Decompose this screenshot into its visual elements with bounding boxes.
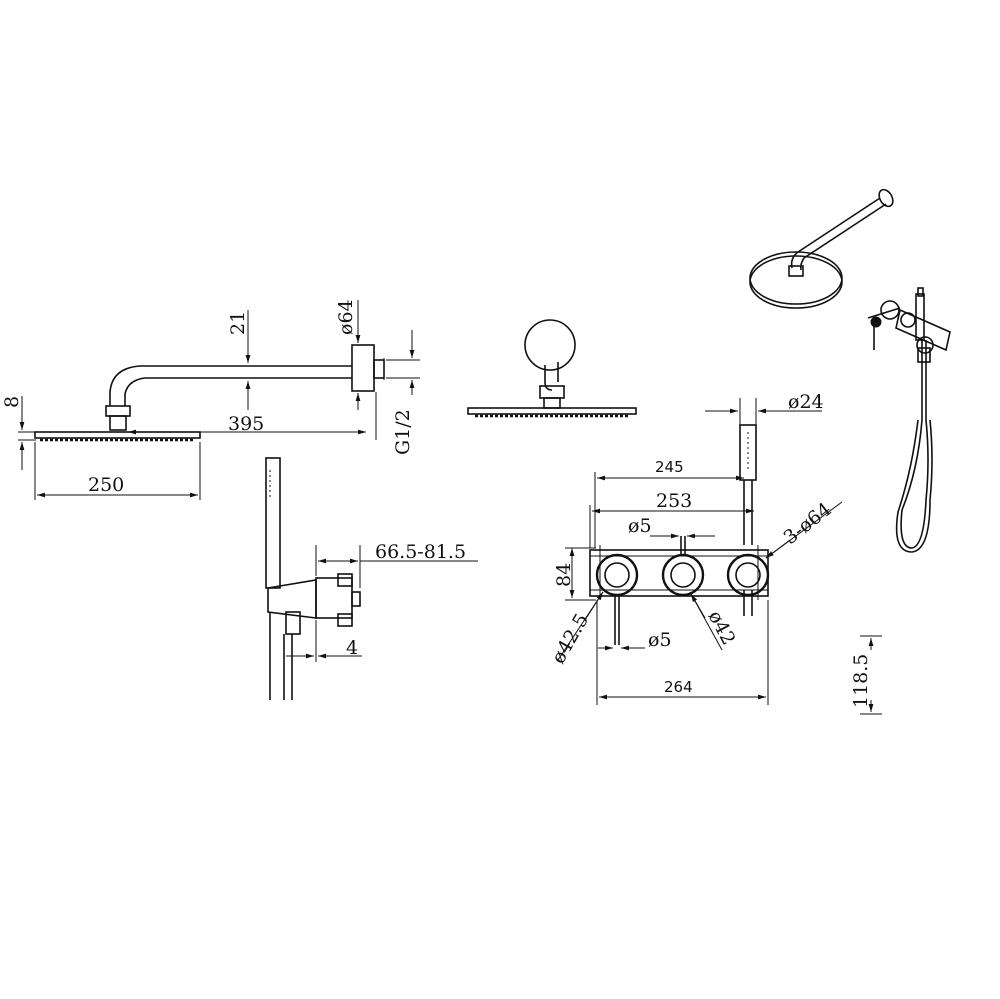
side-view-shower-arm [34, 344, 385, 442]
dim-42-label: ø42 [704, 607, 740, 649]
dim-range-label: 66.5-81.5 [375, 541, 466, 563]
dim-64-label: ø64 [335, 299, 357, 335]
dim-3-64-label: 3-ø64 [780, 498, 836, 549]
hand-shower-dimensions: 66.5-81.5 4 [286, 541, 478, 662]
dim-395-label: 395 [228, 413, 264, 435]
dim-264-label: 264 [664, 678, 693, 696]
dim-5-top-label: ø5 [628, 515, 652, 537]
dim-4-label: 4 [346, 637, 358, 659]
dim-21-label: 21 [227, 311, 249, 335]
dim-250-label: 250 [88, 474, 124, 496]
front-view-valve-plate [589, 536, 770, 645]
dim-8-label: 8 [1, 396, 23, 408]
rain-head-icon [749, 188, 894, 309]
dim-84-label: 84 [553, 563, 575, 587]
front-view-hand-shower [739, 424, 757, 545]
side-view-dimensions: 8 21 ø64 395 G1/2 250 [1, 299, 420, 500]
dim-g12-label: G1/2 [392, 409, 414, 455]
dim-42-5-label: ø42.5 [547, 610, 593, 668]
dim-24-label: ø24 [788, 391, 824, 413]
front-view-dimensions: ø24 245 253 ø5 3-ø64 84 ø42.5 ø42 [547, 391, 882, 715]
front-view-shower-head [467, 319, 637, 418]
valve-icon [867, 287, 951, 553]
dim-245-label: 245 [655, 458, 684, 476]
dim-5-bottom-label: ø5 [648, 629, 672, 651]
dim-118-5-label: 118.5 [850, 654, 872, 708]
hand-shower-side-view [265, 457, 361, 700]
dim-253-label: 253 [656, 490, 692, 512]
